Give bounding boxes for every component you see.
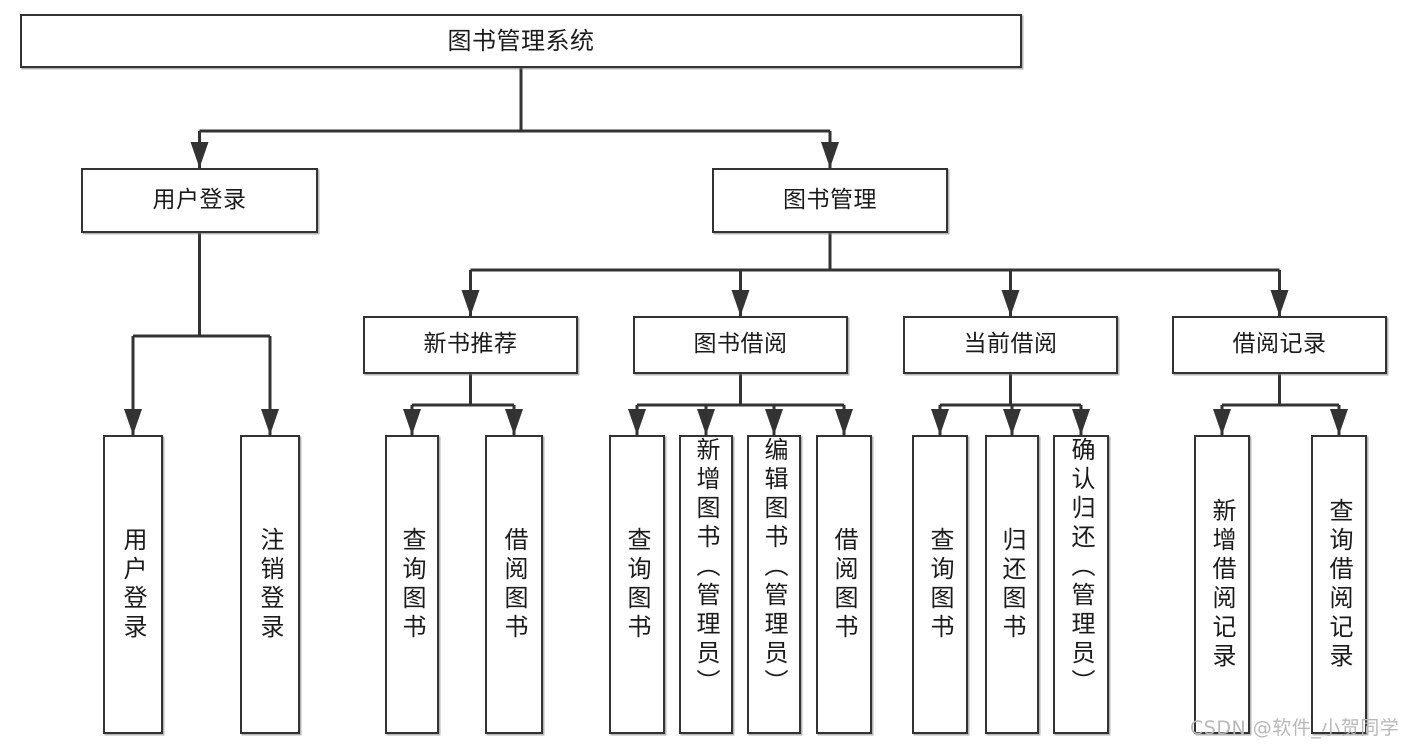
node-leaf-return-book[interactable]: 归还图书 <box>985 435 1039 734</box>
node-leaf-borrow-book-1[interactable]: 借阅图书 <box>485 435 543 734</box>
node-borrow-record[interactable]: 借阅记录 <box>1172 316 1387 374</box>
node-label: 查询图书 <box>398 526 426 643</box>
node-label: 新书推荐 <box>423 331 518 358</box>
node-label: 查询借阅记录 <box>1325 497 1353 672</box>
csdn-watermark: CSDN @软件_小贺同学 <box>1190 717 1400 739</box>
node-leaf-query-book-1[interactable]: 查询图书 <box>385 435 439 734</box>
node-label: 注销登录 <box>256 526 284 643</box>
node-leaf-user-login[interactable]: 用户登录 <box>103 435 163 734</box>
node-leaf-logout[interactable]: 注销登录 <box>240 435 300 734</box>
node-label: 归还图书 <box>998 526 1026 643</box>
node-book-borrow[interactable]: 图书借阅 <box>633 316 848 374</box>
node-leaf-add-book[interactable]: 新增图书（管理员） <box>679 435 733 734</box>
node-label: 新增图书（管理员） <box>692 437 720 698</box>
node-leaf-query-book-3[interactable]: 查询图书 <box>912 435 968 734</box>
node-label: 图书借阅 <box>693 331 788 358</box>
node-label: 查询图书 <box>926 526 954 643</box>
node-current-borrow[interactable]: 当前借阅 <box>903 316 1118 374</box>
node-label: 新增借阅记录 <box>1208 497 1236 672</box>
node-user-login[interactable]: 用户登录 <box>81 168 318 233</box>
node-label: 借阅图书 <box>500 526 528 643</box>
node-leaf-confirm-return[interactable]: 确认归还（管理员） <box>1053 435 1109 734</box>
node-root-system[interactable]: 图书管理系统 <box>20 14 1022 68</box>
node-label: 确认归还（管理员） <box>1067 437 1095 698</box>
node-label: 借阅图书 <box>830 526 858 643</box>
node-label: 查询图书 <box>623 526 651 643</box>
node-label: 借阅记录 <box>1232 331 1327 358</box>
node-book-manage[interactable]: 图书管理 <box>712 168 948 233</box>
node-label: 图书管理 <box>783 186 877 213</box>
node-label: 用户登录 <box>119 526 147 643</box>
node-leaf-add-record[interactable]: 新增借阅记录 <box>1194 435 1250 734</box>
node-label: 用户登录 <box>152 186 247 213</box>
node-label: 编辑图书（管理员） <box>760 437 788 698</box>
node-leaf-query-record[interactable]: 查询借阅记录 <box>1311 435 1367 734</box>
node-leaf-query-book-2[interactable]: 查询图书 <box>609 435 665 734</box>
node-leaf-borrow-book-2[interactable]: 借阅图书 <box>816 435 872 734</box>
node-leaf-edit-book[interactable]: 编辑图书（管理员） <box>747 435 801 734</box>
node-label: 当前借阅 <box>963 331 1058 358</box>
node-new-book-recommend[interactable]: 新书推荐 <box>363 316 578 374</box>
node-label: 图书管理系统 <box>447 26 595 55</box>
